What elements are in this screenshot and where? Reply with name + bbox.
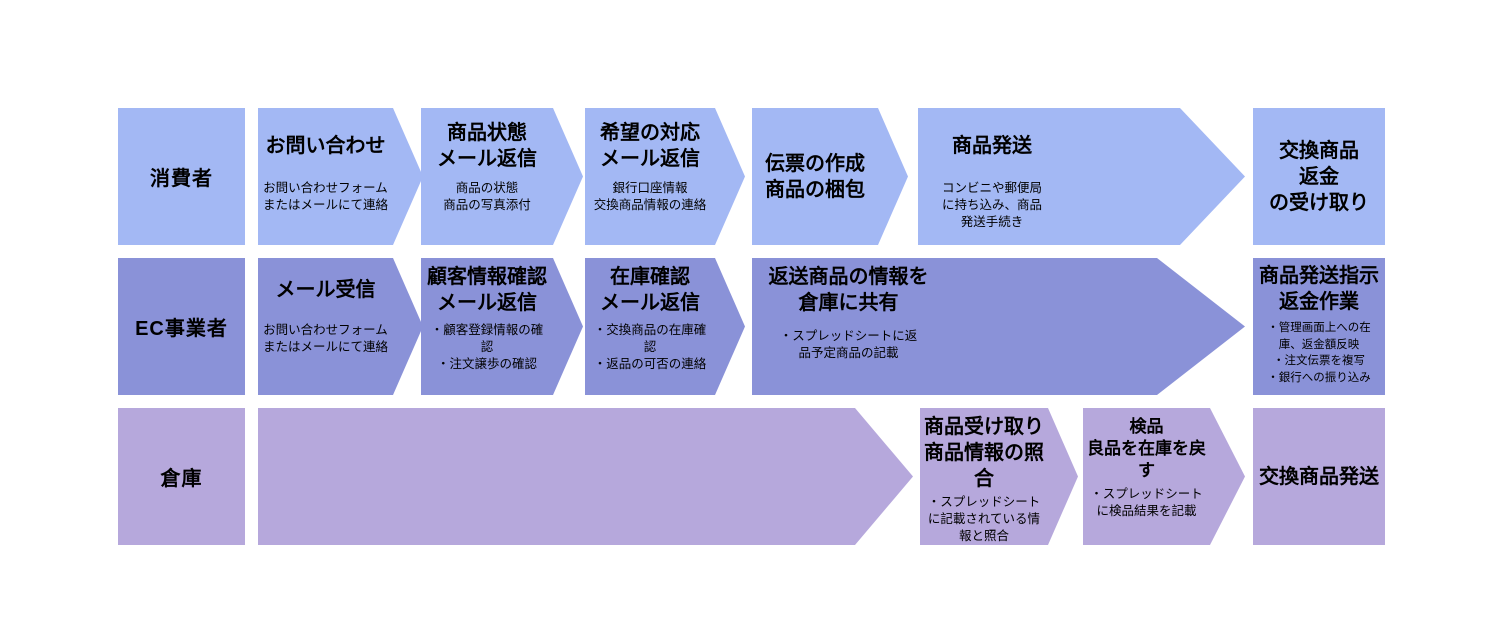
step-content: 商品発送 コンビニや郵便局 に持ち込み、商品 発送手続き xyxy=(922,108,1062,245)
lane-label-ec-business: EC事業者 xyxy=(118,258,245,395)
step-subtext: ・スプレッドシート に記載されている情 報と照合 xyxy=(927,495,1041,543)
step-content: 交換商品 返金 の受け取り xyxy=(1253,108,1385,245)
step-subtext: 商品の状態 商品の写真添付 xyxy=(443,181,531,212)
step-stock-check-reply: 在庫確認 メール返信 ・交換商品の在庫確 認 ・返品の可否の連絡 xyxy=(585,258,745,395)
step-content: 返送商品の情報を 倉庫に共有 ・スプレッドシートに返 品予定商品の記載 xyxy=(756,258,941,395)
step-customer-info-check-reply: 顧客情報確認 メール返信 ・顧客登録情報の確 認 ・注文譲歩の確認 xyxy=(421,258,583,395)
step-shipping-instruction-refund-work: 商品発送指示 返金作業 ・管理画面上への在 庫、返金額反映 ・注文伝票を複写 ・… xyxy=(1253,258,1385,395)
step-inquiry: お問い合わせ お問い合わせフォーム またはメールにて連絡 xyxy=(258,108,423,245)
step-title: 交換商品発送 xyxy=(1259,465,1379,488)
step-title: 希望の対応 メール返信 xyxy=(600,122,700,170)
lane-ec-text: EC事業者 xyxy=(135,318,228,340)
lane-label-warehouse: 倉庫 xyxy=(118,408,245,545)
step-title: メール受信 xyxy=(275,279,376,301)
step-subtext: 銀行口座情報 交換商品情報の連絡 xyxy=(593,181,707,212)
step-slip-creation-packing: 伝票の作成 商品の梱包 xyxy=(752,108,908,245)
step-share-return-info-to-warehouse: 返送商品の情報を 倉庫に共有 ・スプレッドシートに返 品予定商品の記載 xyxy=(752,258,1245,395)
step-subtext: ・スプレッドシートに返 品予定商品の記載 xyxy=(779,329,918,360)
step-title: お問い合わせ xyxy=(265,135,386,157)
step-exchange-product-shipping: 交換商品発送 xyxy=(1253,408,1385,545)
step-subtext: お問い合わせフォーム またはメールにて連絡 xyxy=(262,181,388,212)
step-title: 検品 良品を在庫を戻す xyxy=(1087,417,1206,481)
lane-label-consumer: 消費者 xyxy=(118,108,245,245)
step-desired-response-reply: 希望の対応 メール返信 銀行口座情報 交換商品情報の連絡 xyxy=(585,108,745,245)
step-subtext: コンビニや郵便局 に持ち込み、商品 発送手続き xyxy=(941,181,1042,229)
step-subtext: ・スプレッドシート に検品結果を記載 xyxy=(1090,487,1203,519)
step-title: 返送商品の情報を 倉庫に共有 xyxy=(768,266,929,314)
step-content: メール受信 お問い合わせフォーム またはメールにて連絡 xyxy=(258,258,423,395)
step-content: 交換商品発送 xyxy=(1253,408,1385,545)
step-title: 商品発送指示 返金作業 xyxy=(1259,265,1379,313)
step-content: 伝票の作成 商品の梱包 xyxy=(752,108,908,245)
lane-warehouse-text: 倉庫 xyxy=(160,468,203,490)
step-content: お問い合わせ お問い合わせフォーム またはメールにて連絡 xyxy=(258,108,423,245)
step-title: 商品発送 xyxy=(952,135,1032,157)
step-mail-receive: メール受信 お問い合わせフォーム またはメールにて連絡 xyxy=(258,258,423,395)
warehouse-wait-flow-arrow xyxy=(258,408,913,545)
step-product-condition-reply: 商品状態 メール返信 商品の状態 商品の写真添付 xyxy=(421,108,583,245)
step-title: 商品受け取り 商品情報の照合 xyxy=(924,416,1044,490)
step-title: 伝票の作成 商品の梱包 xyxy=(765,152,865,201)
step-subtext: ・顧客登録情報の確 認 ・注文譲歩の確認 xyxy=(430,323,544,371)
step-content: 商品発送指示 返金作業 ・管理画面上への在 庫、返金額反映 ・注文伝票を複写 ・… xyxy=(1253,258,1385,395)
step-title: 在庫確認 メール返信 xyxy=(600,266,700,314)
step-content: 商品状態 メール返信 商品の状態 商品の写真添付 xyxy=(421,108,583,245)
step-inspection-restock: 検品 良品を在庫を戻す ・スプレッドシート に検品結果を記載 xyxy=(1083,408,1245,545)
step-title: 顧客情報確認 メール返信 xyxy=(427,266,547,314)
step-title: 商品状態 メール返信 xyxy=(437,122,537,170)
step-content: 顧客情報確認 メール返信 ・顧客登録情報の確 認 ・注文譲歩の確認 xyxy=(421,258,583,395)
lane-consumer-text: 消費者 xyxy=(150,168,213,190)
step-subtext: ・交換商品の在庫確 認 ・返品の可否の連絡 xyxy=(593,323,707,371)
step-receive-and-match-product-info: 商品受け取り 商品情報の照合 ・スプレッドシート に記載されている情 報と照合 xyxy=(920,408,1078,545)
step-content: 希望の対応 メール返信 銀行口座情報 交換商品情報の連絡 xyxy=(585,108,745,245)
step-product-shipping: 商品発送 コンビニや郵便局 に持ち込み、商品 発送手続き xyxy=(918,108,1245,245)
step-content: 検品 良品を在庫を戻す ・スプレッドシート に検品結果を記載 xyxy=(1083,408,1245,545)
step-content: 商品受け取り 商品情報の照合 ・スプレッドシート に記載されている情 報と照合 xyxy=(920,408,1078,545)
step-exchange-refund-receipt: 交換商品 返金 の受け取り xyxy=(1253,108,1385,245)
step-content: 在庫確認 メール返信 ・交換商品の在庫確 認 ・返品の可否の連絡 xyxy=(585,258,745,395)
step-subtext: ・管理画面上への在 庫、返金額反映 ・注文伝票を複写 ・銀行への振り込み xyxy=(1267,322,1371,385)
step-subtext: お問い合わせフォーム またはメールにて連絡 xyxy=(262,323,388,354)
step-title: 交換商品 返金 の受け取り xyxy=(1269,139,1369,214)
